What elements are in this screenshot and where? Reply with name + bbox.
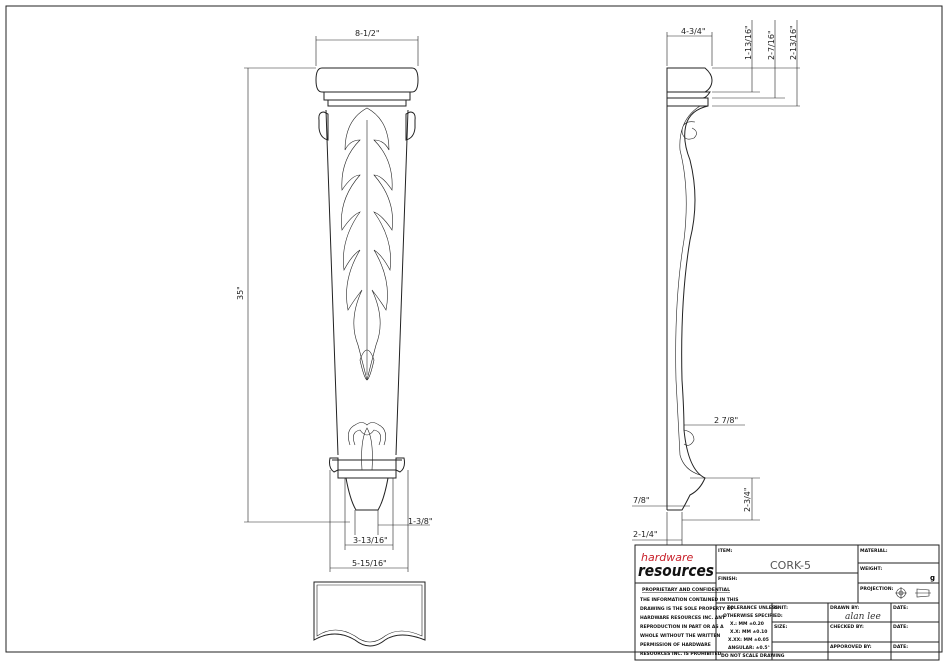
- tolerance-text: TOLERANCE UNLESS OTHERWISE SPECIFIED: X.…: [721, 605, 785, 659]
- svg-text:WHOLE WITHOUT THE WRITTEN: WHOLE WITHOUT THE WRITTEN: [640, 633, 721, 639]
- material-label: MATERIAL:: [860, 548, 888, 554]
- dim-foot-width: 3-13/16": [353, 536, 388, 545]
- date-label-3: DATE:: [893, 644, 908, 650]
- dim-foot-h: 2-3/4": [743, 487, 752, 512]
- item-value: CORK-5: [770, 559, 811, 572]
- weight-label: WEIGHT:: [860, 566, 882, 572]
- weight-value: g: [930, 574, 935, 582]
- logo-hardware: hardware: [641, 551, 693, 564]
- dim-cap-h2: 2-7/16": [767, 30, 776, 60]
- dim-base-width: 5-15/16": [352, 559, 387, 568]
- svg-text:DRAWING IS THE SOLE PROPERTY O: DRAWING IS THE SOLE PROPERTY OF: [640, 606, 734, 612]
- drawing-border: [5, 5, 943, 653]
- svg-text:X.X: MM ±0.10: X.X: MM ±0.10: [730, 629, 767, 635]
- svg-text:ANGULAR: ±0.5°: ANGULAR: ±0.5°: [728, 645, 770, 651]
- projection-label: PROJECTION:: [860, 586, 894, 592]
- front-view: 8-1/2" 35" 1-3/8" 3-13/16" 5-15/16": [236, 29, 433, 647]
- svg-text:HARDWARE RESOURCES INC. ANY: HARDWARE RESOURCES INC. ANY: [640, 615, 726, 621]
- dim-width-top: 8-1/2": [355, 29, 380, 38]
- approved-by-label: APPOROVED BY:: [830, 644, 872, 650]
- svg-text:X.: MM ±0.20: X.: MM ±0.20: [730, 621, 764, 627]
- dim-cap-h1: 1-13/16": [744, 25, 753, 60]
- drawn-by-signature: alan lee: [845, 612, 881, 622]
- checked-by-label: CHECKED BY:: [830, 624, 864, 630]
- finish-label: FINISH:: [718, 576, 738, 582]
- dim-cap-depth: 4-3/4": [681, 27, 706, 36]
- dim-scroll: 2 7/8": [714, 416, 738, 425]
- svg-text:PERMISSION OF HARDWARE: PERMISSION OF HARDWARE: [640, 642, 711, 648]
- side-view: 4-3/4" 1-13/16" 2-7/16" 2-13/16" 2 7/8" …: [632, 20, 800, 545]
- dim-foot-depth: 1-3/8": [408, 517, 433, 526]
- item-label: ITEM:: [718, 548, 733, 554]
- dim-foot-depth-side: 2-1/4": [633, 530, 658, 539]
- proprietary-text: THE INFORMATION CONTAINED IN THIS DRAWIN…: [640, 597, 738, 657]
- size-label: SIZE:: [774, 624, 787, 630]
- projection-symbol-icon: [895, 587, 931, 599]
- svg-text:DO NOT SCALE DRAWING: DO NOT SCALE DRAWING: [721, 653, 785, 659]
- date-label-2: DATE:: [893, 624, 908, 630]
- svg-text:OTHERWISE SPECIFIED:: OTHERWISE SPECIFIED:: [723, 613, 783, 619]
- dim-height: 35": [236, 286, 245, 300]
- svg-text:RESOURCES INC. IS PROHIBITED.: RESOURCES INC. IS PROHIBITED.: [640, 651, 723, 657]
- drawn-by-label: DRAWN BY:: [830, 605, 859, 611]
- title-block: hardware resources PROPRIETARY AND CONFI…: [634, 544, 940, 661]
- date-label-1: DATE:: [893, 605, 908, 611]
- dim-cap-h3: 2-13/16": [789, 25, 798, 60]
- svg-text:REPRODUCTION IN PART OR AS A: REPRODUCTION IN PART OR AS A: [640, 624, 724, 630]
- unit-label: UNIT:: [774, 605, 788, 611]
- svg-text:X.XX: MM ±0.05: X.XX: MM ±0.05: [728, 637, 769, 643]
- logo-resources: resources: [638, 561, 714, 580]
- svg-text:TOLERANCE UNLESS: TOLERANCE UNLESS: [727, 605, 778, 611]
- dim-foot-offset: 7/8": [633, 496, 650, 505]
- proprietary-title: PROPRIETARY AND CONFIDENTIAL: [642, 587, 730, 593]
- svg-text:THE INFORMATION CONTAINED IN T: THE INFORMATION CONTAINED IN THIS: [640, 597, 738, 603]
